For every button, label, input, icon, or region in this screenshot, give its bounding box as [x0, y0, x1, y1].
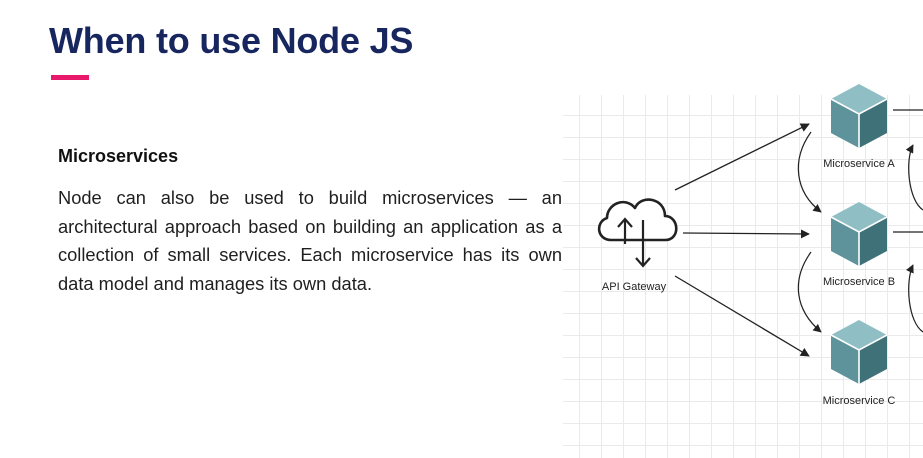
cube-icon [830, 83, 888, 149]
cube-icon [830, 201, 888, 267]
microservice-a-label: Microservice A [823, 158, 895, 170]
microservices-diagram: API Gateway Microservice A Microservice … [563, 60, 923, 458]
gateway-arrows [674, 123, 810, 357]
curve-c-to-b [905, 264, 923, 333]
microservice-b-node: Microservice B [823, 201, 895, 288]
curve-a-to-b [797, 131, 822, 213]
cloud-upload-download-icon [597, 198, 678, 268]
gateway-label: API Gateway [602, 281, 667, 293]
slide-title: When to use Node JS [49, 20, 414, 61]
title-accent-bar [51, 75, 89, 80]
cube-icon [830, 319, 888, 385]
arrow-to-a [674, 123, 810, 191]
body-paragraph: Node can also be used to build microserv… [58, 187, 562, 294]
curve-b-to-c [797, 251, 822, 333]
service-links-left [797, 131, 822, 333]
microservice-c-node: Microservice C [823, 319, 896, 407]
microservice-b-label: Microservice B [823, 276, 895, 288]
curve-b-to-a [905, 144, 923, 211]
section-heading: Microservices [58, 146, 179, 166]
arrow-to-c [674, 275, 810, 357]
microservice-a-node: Microservice A [823, 83, 895, 170]
diagram-grid-background [563, 95, 923, 458]
microservice-c-label: Microservice C [823, 395, 896, 407]
service-links-right [893, 109, 923, 333]
arrow-to-b [682, 229, 810, 239]
